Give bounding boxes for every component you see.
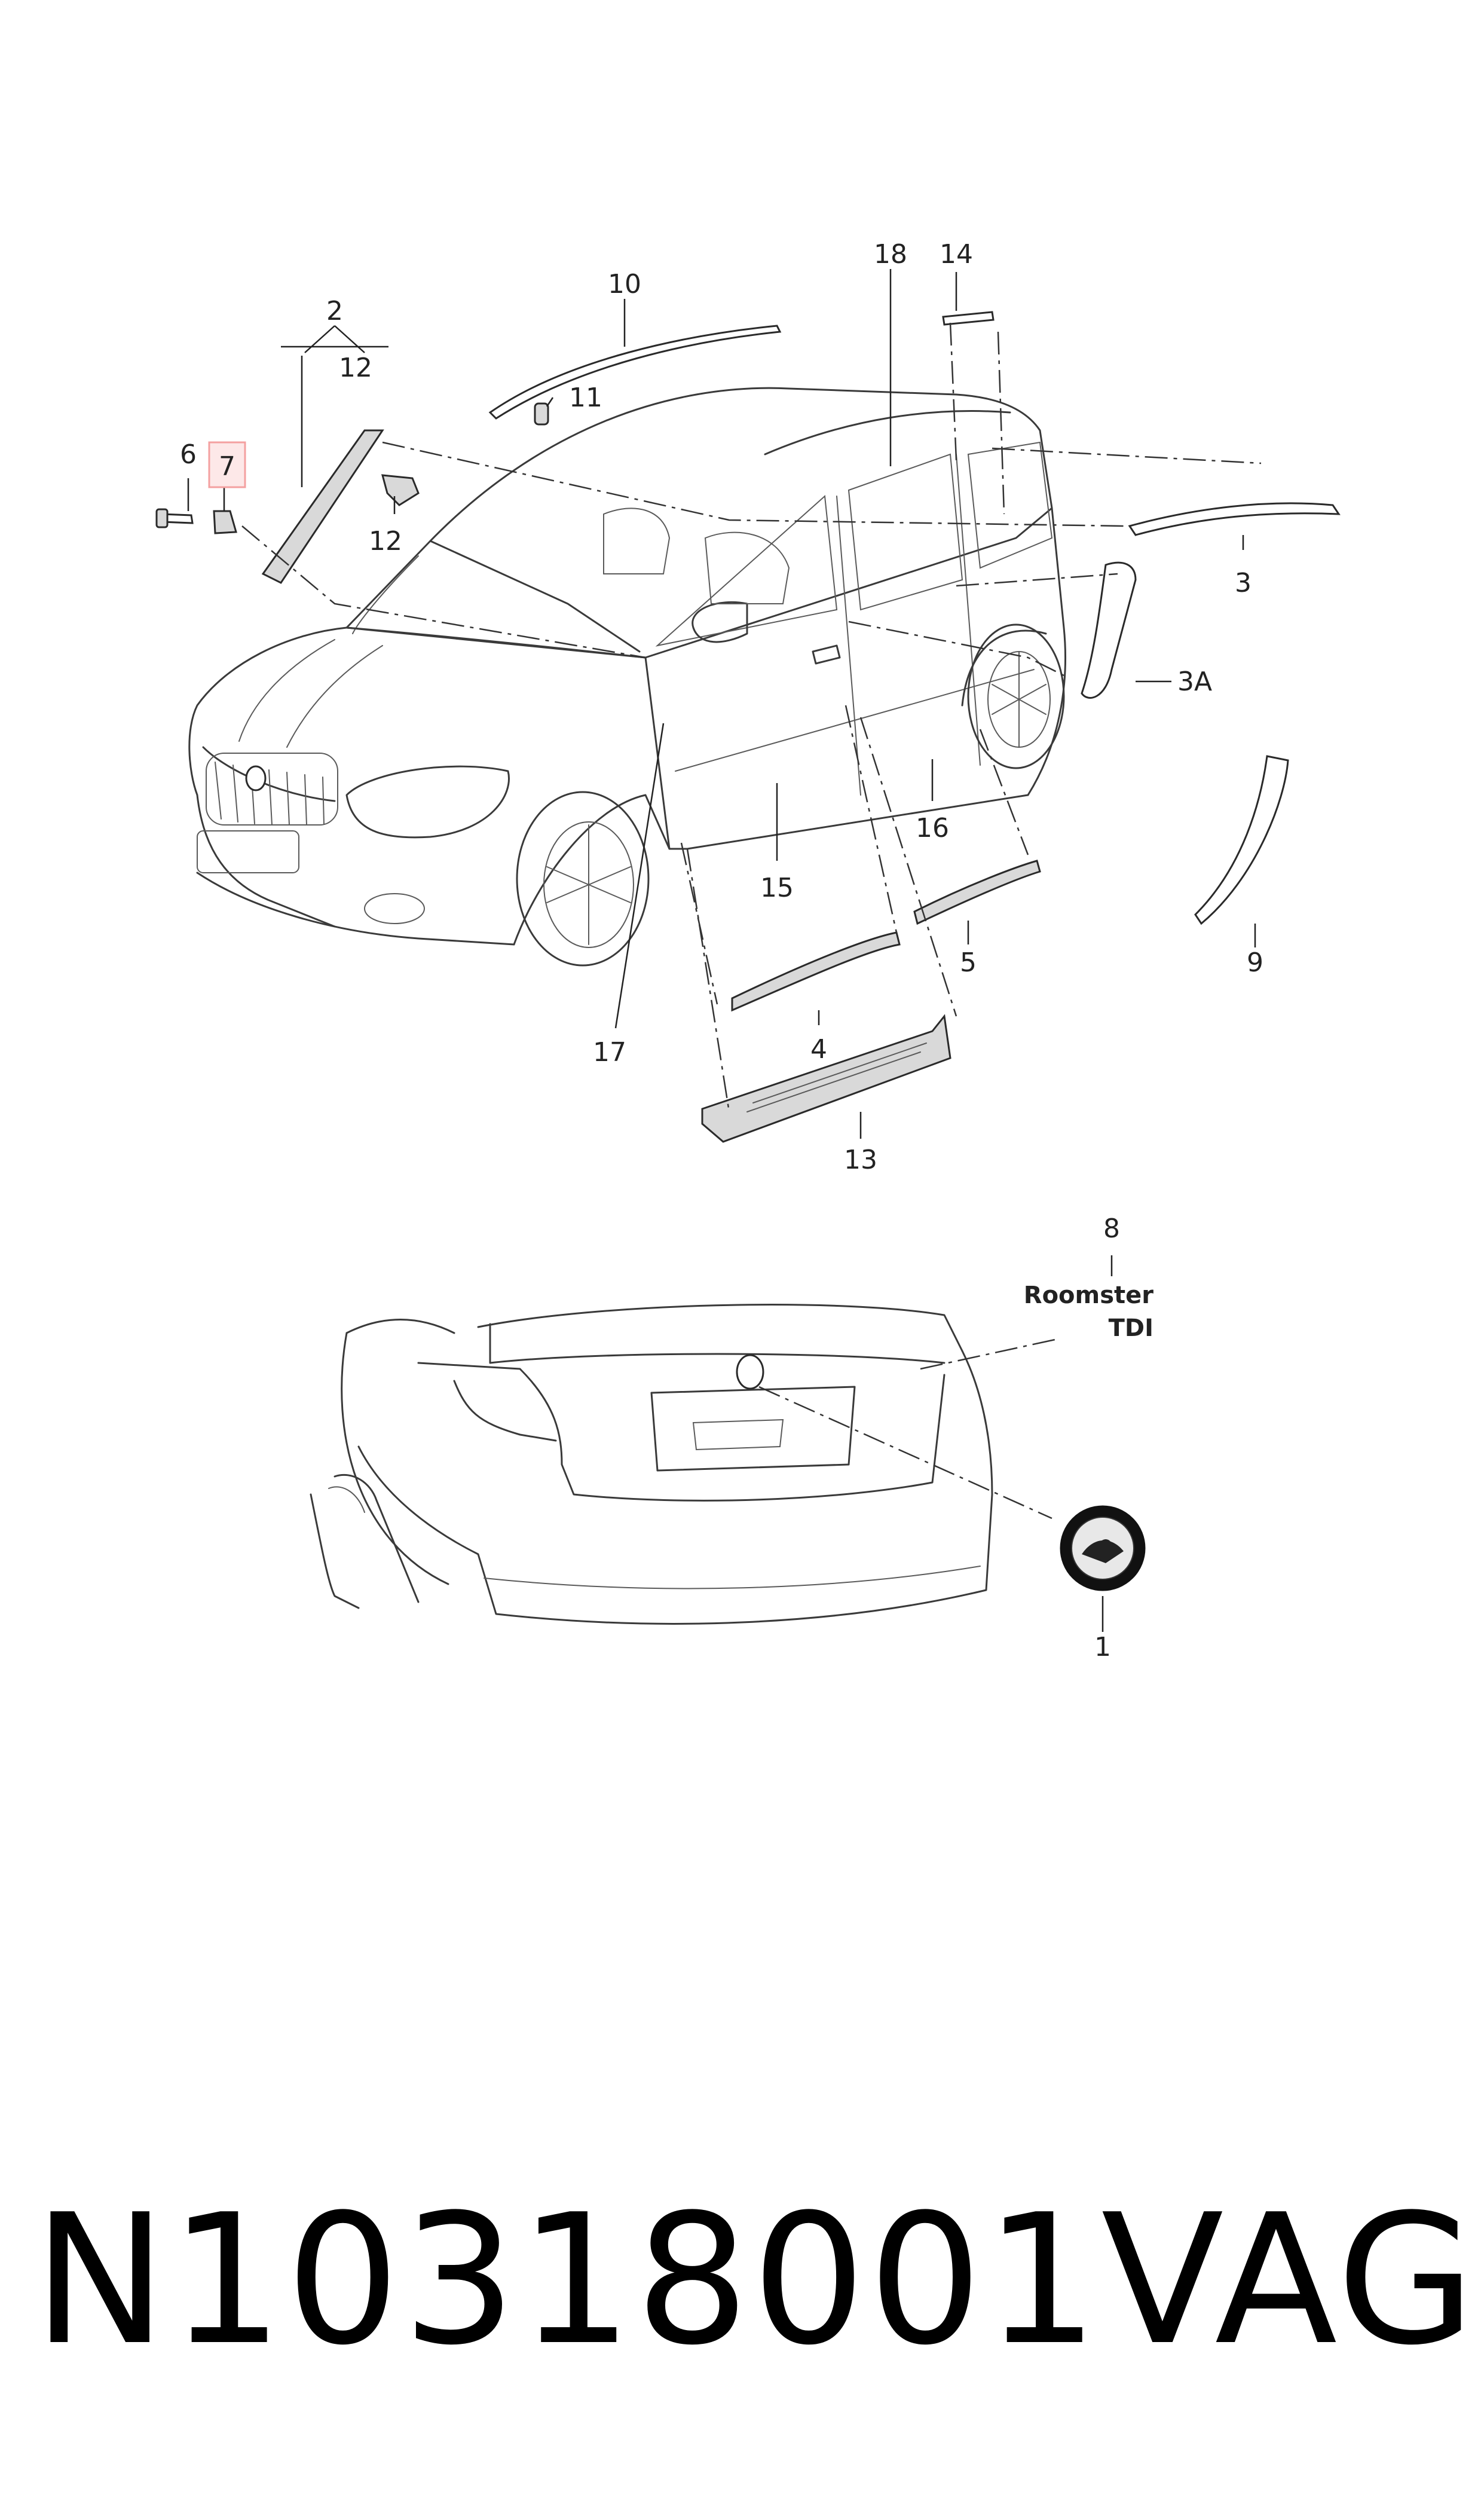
highlight-box-7 [208,441,246,488]
skoda-emblem [1060,1505,1146,1591]
part-number: N10318001 [33,2176,1101,2384]
leader-lines [187,269,1256,1139]
callout-2: 2 [326,296,343,326]
reference-lines [241,322,1262,1112]
callout-12-clip: 12 [369,526,402,557]
callout-18: 18 [874,239,907,270]
badge-text-line2: TDI [1109,1314,1153,1342]
callout-3: 3 [1235,568,1252,598]
rear-illustration [310,1255,1146,1632]
brand-label: VAG [1101,2176,1478,2384]
callout-9: 9 [1247,947,1263,978]
callout-14: 14 [940,239,973,270]
callout-5: 5 [960,947,977,978]
callout-11: 11 [569,383,602,413]
callout-8: 8 [1103,1213,1120,1244]
callout-12-top: 12 [339,353,372,383]
callout-17: 17 [593,1037,626,1068]
footer: N10318001 VAG [33,2176,1476,2385]
callout-6: 6 [180,439,197,470]
callout-16: 16 [916,813,949,843]
badge-text-line1: Roomster [1024,1282,1154,1309]
callout-13: 13 [844,1145,877,1175]
callout-15: 15 [760,873,794,903]
loose-parts [155,311,1341,1143]
callout-3a: 3A [1177,667,1212,697]
callout-7: 7 [219,451,235,482]
callout-10: 10 [608,269,641,299]
callout-4: 4 [810,1034,827,1065]
car-illustration [188,387,1066,967]
callout-labels: 1 2 3 3A 4 5 6 7 8 9 10 11 12 12 13 14 1… [180,239,1263,1662]
callout-1: 1 [1094,1632,1111,1662]
